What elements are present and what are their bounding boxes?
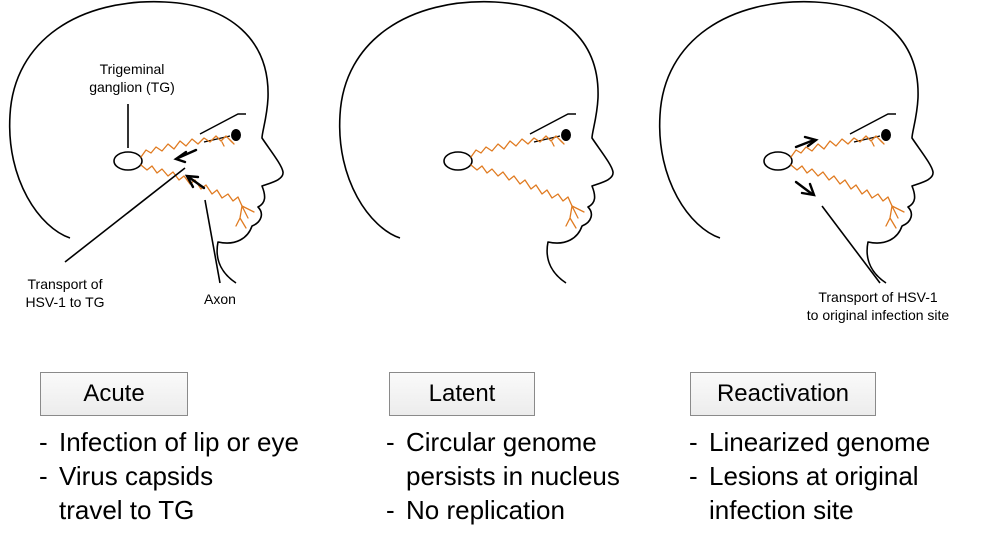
axon-label: Axon (204, 290, 236, 308)
reactivation-points: -Linearized genome -Lesions at original … (689, 425, 930, 527)
list-item: -Linearized genome (689, 425, 930, 459)
head-acute (10, 2, 283, 283)
stage-box-reactivation: Reactivation (690, 372, 876, 416)
ganglion-label: Trigeminal ganglion (TG) (62, 60, 202, 96)
retrograde-arrow-upper (176, 150, 196, 162)
transport-back-label: Transport of HSV-1 to original infection… (772, 288, 984, 324)
list-item: travel to TG (39, 493, 299, 527)
stage-box-acute: Acute (40, 372, 188, 416)
transport-to-tg-label: Transport of HSV-1 to TG (5, 275, 125, 311)
retrograde-arrow-lower (187, 176, 204, 188)
reactivation-transport-pointer (822, 206, 880, 283)
latent-points: -Circular genome persists in nucleus -No… (386, 425, 620, 527)
list-item: -Infection of lip or eye (39, 425, 299, 459)
list-item: persists in nucleus (386, 459, 620, 493)
anterograde-arrow-lower (796, 182, 814, 195)
list-item: infection site (689, 493, 930, 527)
stage-box-latent: Latent (389, 372, 535, 416)
transport-pointer (65, 168, 185, 262)
head-reactivation (660, 2, 933, 283)
acute-points: -Infection of lip or eye -Virus capsids … (39, 425, 299, 527)
list-item: -Circular genome (386, 425, 620, 459)
list-item: -No replication (386, 493, 620, 527)
head-latent (340, 2, 613, 283)
anterograde-arrow-upper (796, 137, 816, 147)
list-item: -Virus capsids (39, 459, 299, 493)
list-item: -Lesions at original (689, 459, 930, 493)
